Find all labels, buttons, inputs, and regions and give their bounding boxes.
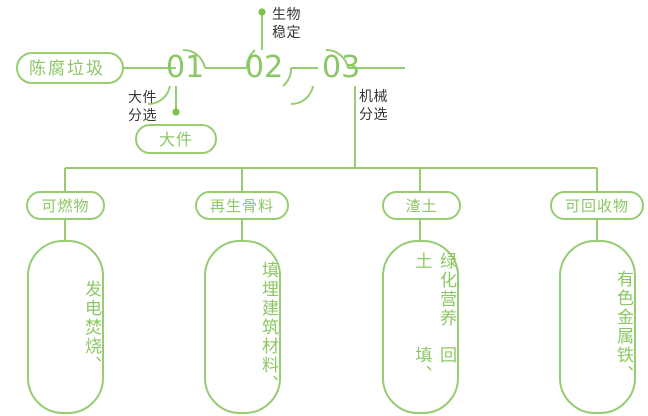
arc-02-right-bottom — [282, 67, 293, 87]
detail-box-shape-4 — [559, 240, 636, 414]
detail-column-3b: 绿化营养土 — [411, 252, 456, 328]
detail-column-4a: 铁、 — [613, 346, 633, 384]
process-label-bio-stabilization: 生物 稳定 — [272, 7, 301, 42]
process-label-mechanical-sorting: 机械 分选 — [359, 89, 388, 124]
arc-02-left-top — [245, 49, 256, 69]
output-pill-label-2[interactable]: 再生骨料 — [209, 197, 274, 215]
detail-column-2a: 建筑材料、 — [258, 299, 278, 394]
detail-box-text-1: 焚烧、 发电 — [28, 262, 103, 392]
detail-box-shape-1 — [27, 240, 104, 414]
detail-box-shape-3 — [382, 240, 459, 414]
process-label-bulky-sorting: 大件 分选 — [128, 90, 157, 125]
start-node-label[interactable]: 陈腐垃圾 — [29, 59, 105, 79]
bulky-output-pill-shape — [135, 124, 217, 154]
stage-number-03[interactable]: 03 — [322, 50, 361, 85]
arc-03-bottom-left — [290, 85, 314, 106]
dot-bulky-sorting — [172, 108, 180, 116]
detail-box-text-2: 建筑材料、 填埋 — [205, 255, 280, 400]
stage-number-01[interactable]: 01 — [166, 50, 205, 85]
output-pill-label-3[interactable]: 渣土 — [405, 197, 438, 215]
arc-01-bottom — [147, 85, 171, 106]
detail-column-3a: 回填、 — [411, 345, 456, 384]
output-pill-label-1[interactable]: 可燃物 — [41, 197, 90, 215]
detail-box-shape-2 — [204, 240, 281, 414]
arc-03-top — [325, 48, 349, 69]
output-pill-shape-3 — [382, 191, 461, 220]
arc-01-top — [182, 48, 206, 69]
detail-column-2b: 填埋 — [258, 261, 278, 299]
bulky-output-label[interactable]: 大件 — [158, 130, 193, 149]
detail-column-1b: 发电 — [81, 279, 101, 318]
output-pill-label-4[interactable]: 可回收物 — [564, 197, 629, 215]
stage-number-02[interactable]: 02 — [245, 50, 284, 85]
dot-bio-stabilization — [258, 8, 266, 16]
detail-box-text-3: 回填、 绿化营养土 — [383, 252, 458, 402]
detail-column-4b: 有色金属 — [613, 270, 633, 346]
detail-box-text-4: 铁、 有色金属 — [560, 262, 635, 392]
detail-column-1a: 焚烧、 — [81, 317, 101, 375]
